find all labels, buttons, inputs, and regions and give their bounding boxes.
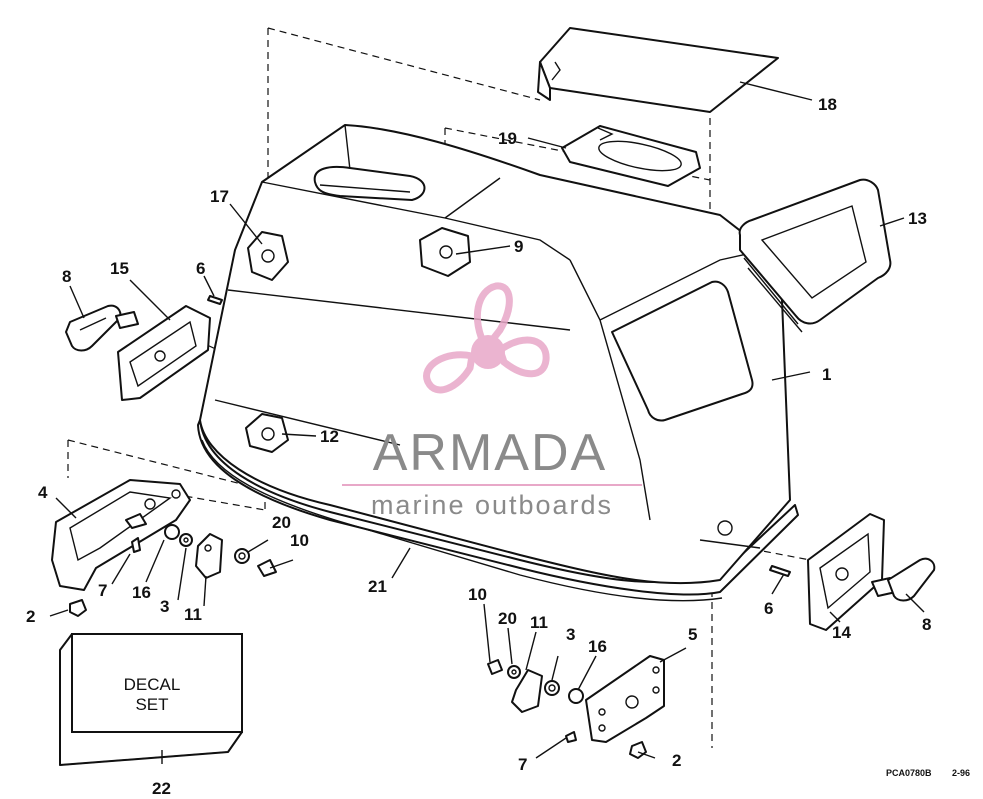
- figure-code: PCA0780B: [886, 768, 932, 778]
- top-cap: [537, 27, 779, 113]
- callout-6-right: 6: [764, 599, 773, 618]
- callout-4: 4: [38, 483, 48, 502]
- callout-2-right: 2: [672, 751, 681, 770]
- decal-label-line1: DECAL: [124, 675, 181, 694]
- callout-18: 18: [818, 95, 837, 114]
- right-handle-assembly: [769, 513, 936, 631]
- callout-13: 13: [908, 209, 927, 228]
- callout-8-right: 8: [922, 615, 931, 634]
- window-gasket: [738, 178, 892, 333]
- callout-10-left: 10: [290, 531, 309, 550]
- callout-3-right: 3: [566, 625, 575, 644]
- decal-label-line2: SET: [135, 695, 168, 714]
- revision-code: 2-96: [952, 768, 970, 778]
- left-bracket-assembly: [51, 479, 277, 617]
- callout-14: 14: [832, 623, 851, 642]
- callout-labels: 1 2 2 3 3 4 5 6 6 7 7 8 8 9 10 10 11 11 …: [26, 95, 970, 798]
- callout-8-left: 8: [62, 267, 71, 286]
- armada-watermark: ARMADA marine outboards: [342, 282, 642, 520]
- callout-22: 22: [152, 779, 171, 798]
- cap-gasket: [561, 125, 701, 187]
- leader-lines: [49, 81, 925, 764]
- watermark-tagline: marine outboards: [371, 490, 613, 520]
- callout-2-left: 2: [26, 607, 35, 626]
- callout-6-left: 6: [196, 259, 205, 278]
- right-bracket-assembly: [487, 655, 665, 759]
- callout-20-left: 20: [272, 513, 291, 532]
- callout-15: 15: [110, 259, 129, 278]
- callout-20-right: 20: [498, 609, 517, 628]
- callout-16-left: 16: [132, 583, 151, 602]
- callout-3-left: 3: [160, 597, 169, 616]
- callout-21: 21: [368, 577, 387, 596]
- watermark-brand: ARMADA: [373, 424, 607, 482]
- callout-17: 17: [210, 187, 229, 206]
- side-plates: [245, 227, 471, 453]
- decal-set-box: DECAL SET: [59, 633, 243, 766]
- callout-7-left: 7: [98, 581, 107, 600]
- callout-16-right: 16: [588, 637, 607, 656]
- callout-9: 9: [514, 237, 523, 256]
- callout-19: 19: [498, 129, 517, 148]
- propeller-logo-icon: [423, 282, 550, 394]
- callout-7-right: 7: [518, 755, 527, 774]
- callout-11-right: 11: [530, 613, 548, 632]
- callout-11-left: 11: [184, 605, 202, 624]
- left-handle-assembly: [65, 295, 223, 401]
- callout-12: 12: [320, 427, 339, 446]
- callout-10-right: 10: [468, 585, 487, 604]
- callout-1: 1: [822, 365, 831, 384]
- callout-5: 5: [688, 625, 697, 644]
